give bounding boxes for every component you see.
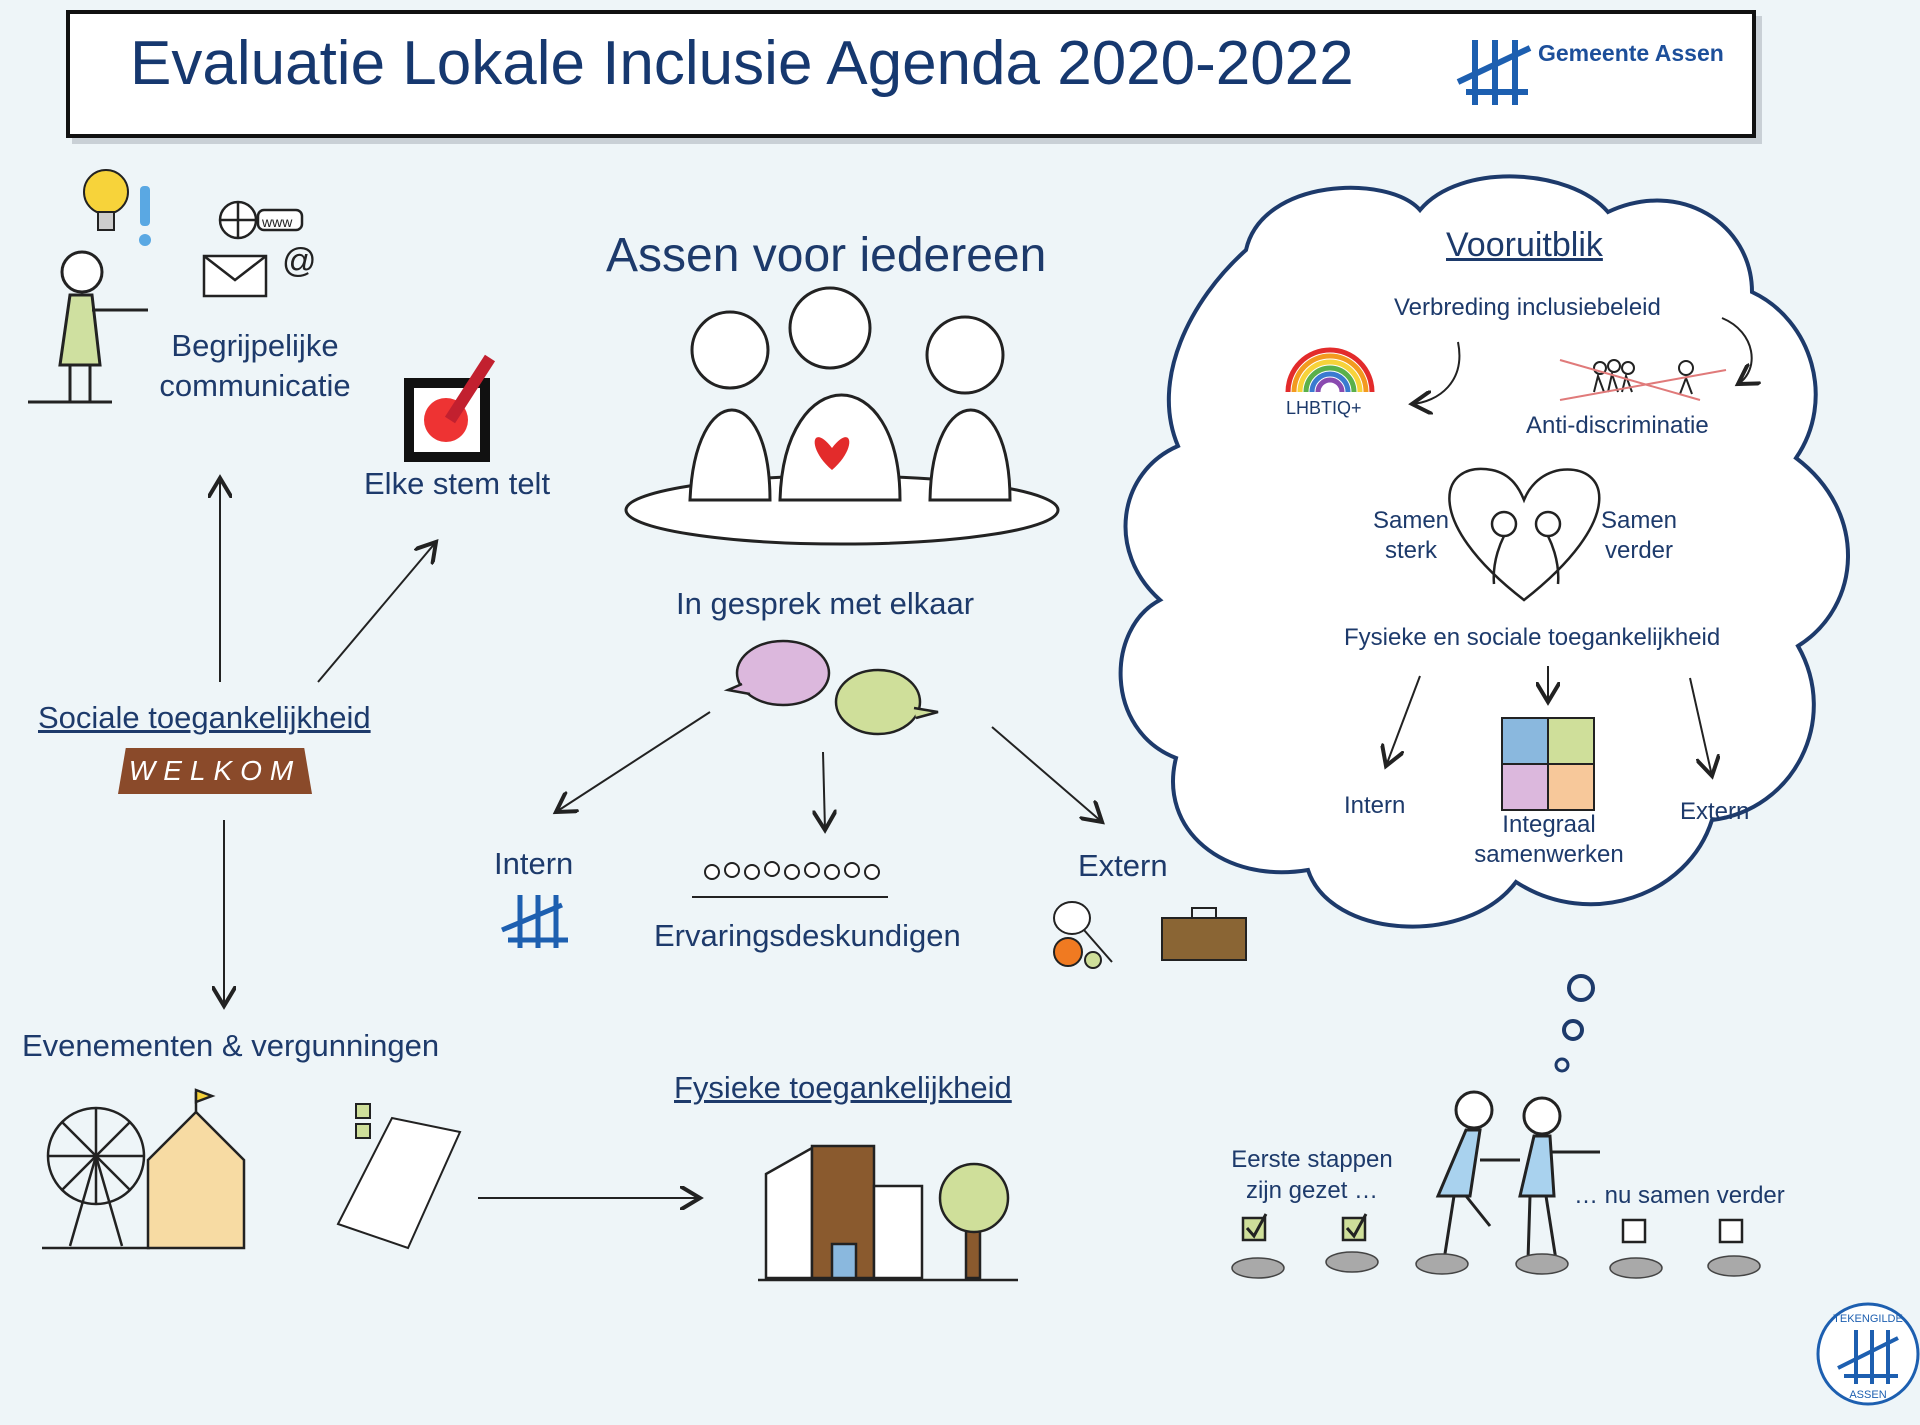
thought-dot-1 [1567,974,1595,1002]
together-strong-label: Samen sterk [1372,507,1450,564]
thought-dot-3 [1554,1057,1570,1073]
together-further-label: Samen verder [1600,507,1678,564]
globe-icon [218,200,304,240]
sports-icon [1053,901,1113,969]
checkbox-open-1 [1621,1218,1647,1244]
cloud-intern-label: Intern [1344,792,1406,819]
heart-icon [814,437,850,470]
cloud-extern-label: Extern [1680,798,1750,825]
broadening-label: Verbreding inclusiebeleid [1394,294,1661,321]
stepping-stones-icon [1231,1251,1761,1279]
anti-discrimination-icon [1559,359,1727,401]
checkbox-open-2 [1718,1218,1744,1244]
stamp-bottom-text: ASSEN [1849,1389,1886,1401]
heart-figures-icon [1448,467,1601,602]
accessibility-label: Fysieke en sociale toegankelijkheid [1344,624,1721,651]
walking-figures-icon [1435,1090,1600,1261]
communication-label: Begrijpelijke communicatie [159,328,351,403]
stick-figure-icon [28,250,148,404]
thought-dot-2 [1562,1019,1584,1041]
cloud-title: Vooruitblik [1446,226,1603,264]
anti-discrimination-label: Anti-discriminatie [1526,412,1709,439]
welkom-sign: WELKOM [118,748,312,794]
tekengilde-stamp-icon: TEKENGILDE ASSEN [1816,1302,1920,1406]
building-icon [758,1144,1018,1282]
physical-accessibility-label: Fysieke toegankelijkheid [674,1070,1012,1105]
circus-tent-icon [146,1088,246,1250]
at-sign-icon: @ [282,242,317,280]
headline-label: Assen voor iedereen [606,229,1047,282]
exclamation-icon [139,186,151,246]
lgbt-label: LHBTIQ+ [1286,398,1362,418]
dialogue-label: In gesprek met elkaar [676,586,975,621]
briefcase-icon [1161,907,1247,961]
three-friends-icon [624,286,1060,546]
social-accessibility-label: Sociale toegankelijkheid [38,700,371,735]
extern-label: Extern [1078,848,1168,883]
brand-name: Gemeente Assen [1538,40,1724,66]
puzzle-icon [1501,717,1595,811]
continue-label: … nu samen verder [1574,1182,1785,1209]
first-steps-label: Eerste stappen zijn gezet … [1231,1146,1393,1204]
crowd-icon [692,861,888,898]
intern-label: Intern [494,846,574,881]
permit-scroll-icon [336,1103,462,1250]
speech-bubbles-icon [723,639,939,736]
envelope-icon [202,254,268,298]
events-label: Evenementen & vergunningen [22,1028,440,1063]
lightbulb-icon [83,169,129,231]
checkbox-done-2 [1341,1213,1368,1242]
page-title: Evaluatie Lokale Inclusie Agenda 2020-20… [130,29,1354,98]
tree-icon [938,1162,1010,1280]
checkbox-done-1 [1241,1213,1268,1242]
gemeente-logo-icon [1456,40,1532,105]
vote-ballot-icon [404,354,496,462]
rainbow-icon [1285,347,1375,393]
integral-label: Integraal samenwerken [1474,811,1624,868]
gemeente-logo-small-icon [501,895,568,948]
ferris-wheel-icon [42,1106,150,1250]
stamp-top-text: TEKENGILDE [1833,1313,1903,1325]
www-label: www [261,214,293,230]
vote-label: Elke stem telt [364,466,551,501]
experts-label: Ervaringsdeskundigen [654,918,961,953]
